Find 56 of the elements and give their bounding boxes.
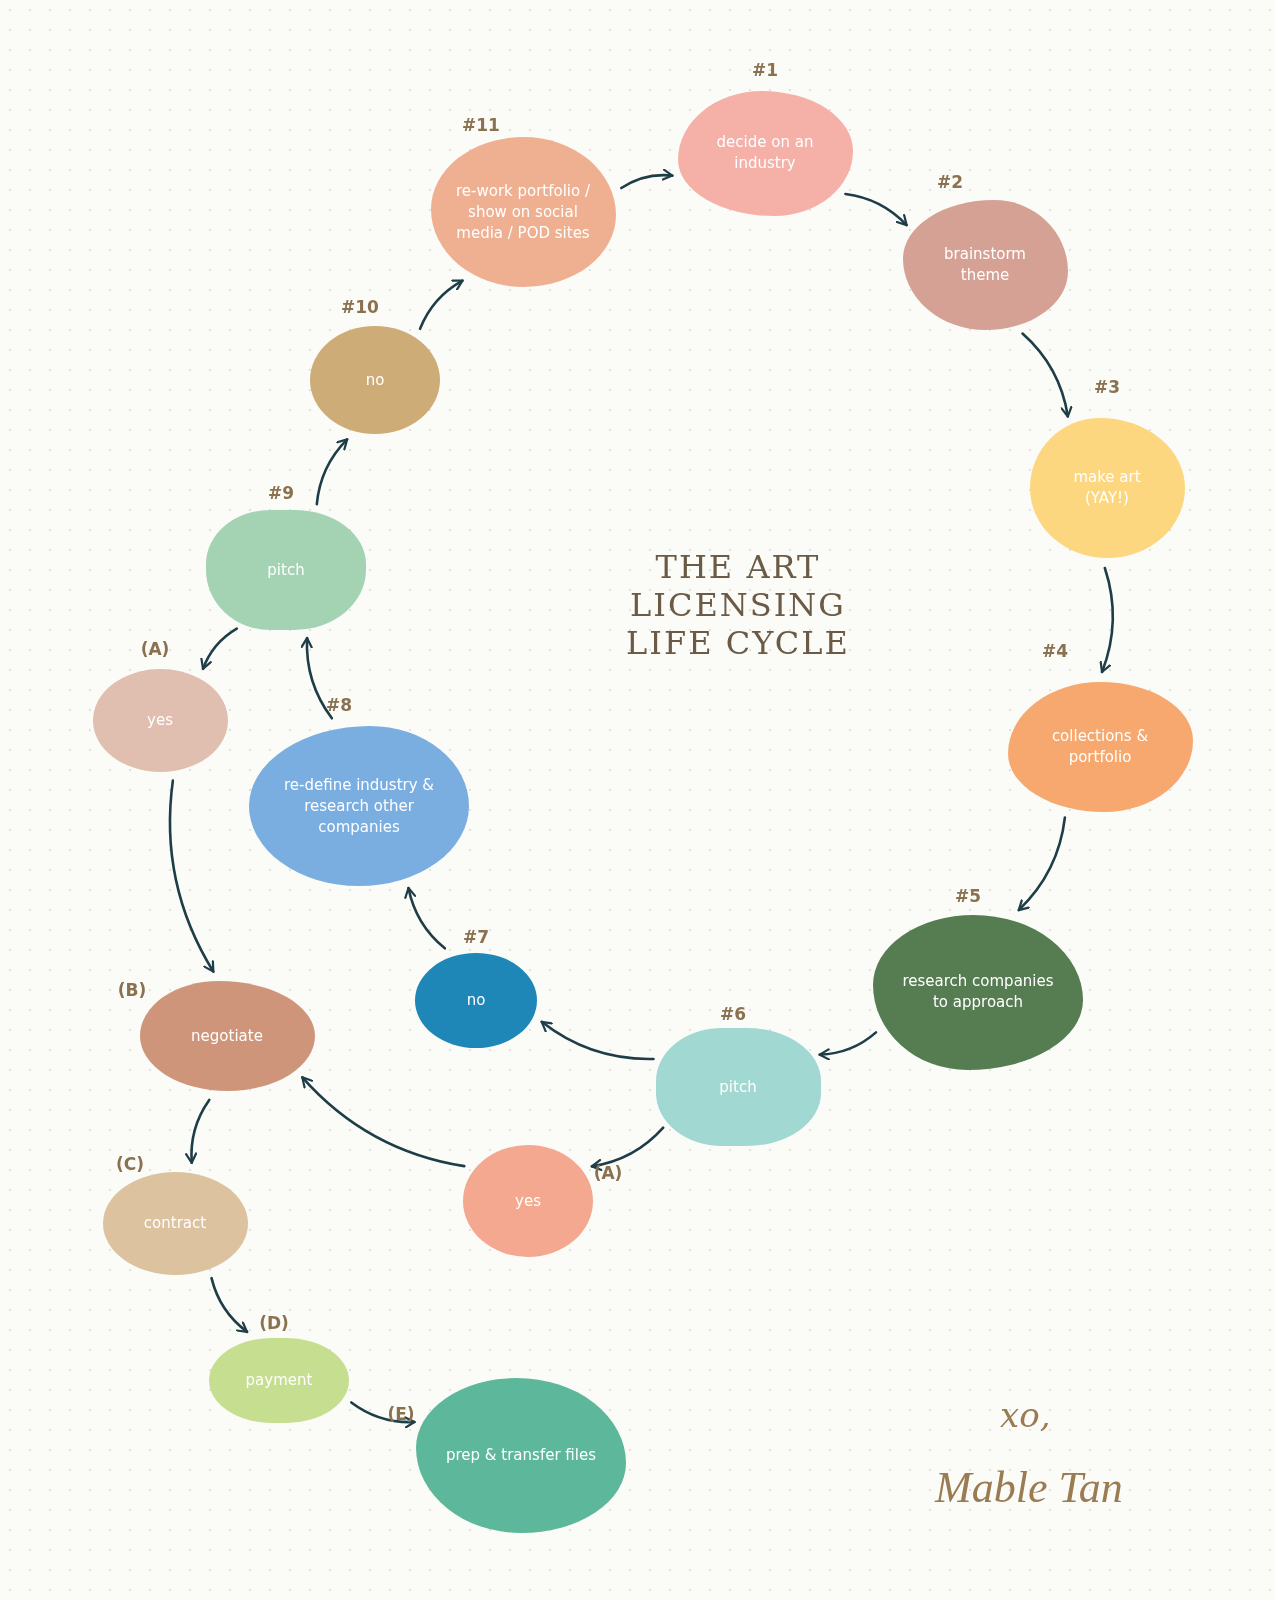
step-number: #4 <box>1041 640 1069 664</box>
step-number: #11 <box>462 114 500 138</box>
step-number: (A) <box>140 638 170 662</box>
curved-arrow <box>168 779 215 973</box>
step-number: #1 <box>751 59 779 83</box>
step-number: #5 <box>954 885 982 909</box>
step-number: (E) <box>387 1403 415 1427</box>
step-text: research companies to approach <box>901 971 1055 1013</box>
step-number: #8 <box>325 694 353 718</box>
step-text: yes <box>147 709 173 731</box>
curved-arrow <box>590 1126 665 1171</box>
curved-arrow <box>844 192 908 227</box>
curved-arrow <box>185 1098 211 1165</box>
step-number: (A) <box>593 1162 623 1186</box>
curved-arrow <box>620 168 674 190</box>
curved-arrow <box>350 1401 416 1429</box>
step-text: no <box>365 369 385 391</box>
curved-arrow <box>200 627 239 671</box>
step-text: prep & transfer files <box>446 1444 596 1466</box>
step-text: contract <box>143 1212 207 1234</box>
signature-text: Mable Tan <box>935 1462 1123 1514</box>
curved-arrow <box>300 636 334 720</box>
blob-shape <box>655 1028 821 1146</box>
curved-arrow <box>1021 332 1073 418</box>
step-number: (C) <box>116 1153 144 1177</box>
step-text: pitch <box>719 1076 757 1098</box>
curved-arrow <box>418 279 464 331</box>
step-number: #10 <box>341 296 379 320</box>
curved-arrow <box>1099 566 1115 674</box>
step-number: (D) <box>259 1312 289 1336</box>
step-number: #6 <box>719 1003 747 1027</box>
step-number: #3 <box>1093 376 1121 400</box>
step-number: #2 <box>936 171 964 195</box>
step-text: re-define industry & research other companies <box>282 774 436 838</box>
step-text: collections & portfolio <box>1050 726 1150 768</box>
step-text: decide on an industry <box>715 132 815 174</box>
step-text: yes <box>515 1190 541 1212</box>
curved-arrow <box>818 1031 878 1061</box>
curved-arrow <box>210 1276 249 1334</box>
step-number: #9 <box>267 482 295 506</box>
step-text: no <box>466 989 486 1011</box>
step-number: (B) <box>117 979 147 1003</box>
step-text: pitch <box>267 559 305 581</box>
curved-arrow <box>301 1076 466 1168</box>
step-text: brainstorm theme <box>943 244 1027 286</box>
step-text: re-work portfolio / show on social media / POD sites <box>454 180 592 244</box>
curved-arrow <box>404 886 447 950</box>
step-text: payment <box>245 1369 313 1391</box>
curved-arrow <box>540 1020 655 1061</box>
curved-arrow <box>1017 816 1067 912</box>
step-text: negotiate <box>191 1025 263 1047</box>
signature-text: xo, <box>1000 1394 1051 1437</box>
step-text: make art (YAY!) <box>1072 467 1142 509</box>
curved-arrow <box>315 438 349 506</box>
title: THE ART LICENSING LIFE CYCLE <box>625 548 851 662</box>
step-number: #7 <box>462 926 490 950</box>
